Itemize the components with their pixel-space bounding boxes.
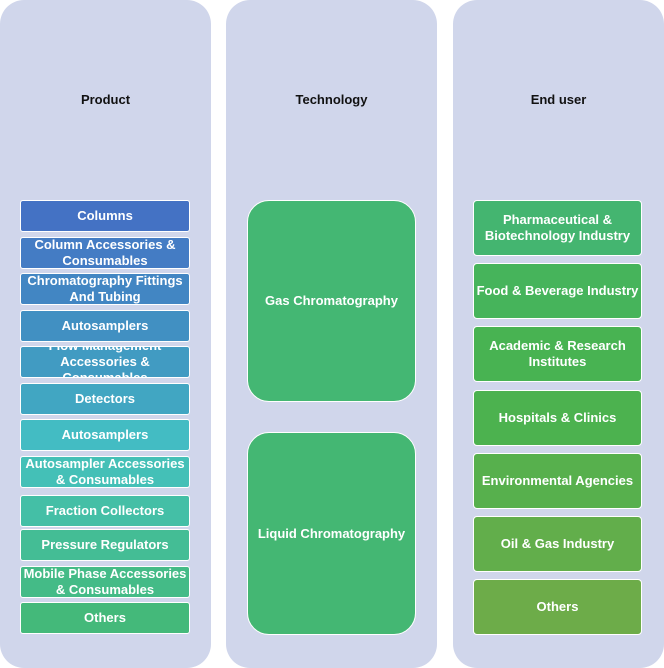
- technology-column: Technology Gas Chromatography Liquid Chr…: [226, 0, 437, 668]
- end-user-item-hospitals-clinics: Hospitals & Clinics: [473, 390, 642, 446]
- product-column-title: Product: [80, 92, 131, 107]
- product-item-column-accessories: Column Accessories & Consumables: [20, 237, 190, 269]
- end-user-column: End user Pharmaceutical & Biotechnology …: [453, 0, 664, 668]
- product-column: Product Columns Column Accessories & Con…: [0, 0, 211, 668]
- product-item-detectors: Detectors: [20, 383, 190, 415]
- technology-column-title: Technology: [295, 92, 368, 107]
- product-item-pressure-regulators: Pressure Regulators: [20, 529, 190, 561]
- technology-item-liquid-chromatography: Liquid Chromatography: [247, 432, 416, 635]
- product-item-fittings-tubing: Chromatography Fittings And Tubing: [20, 273, 190, 305]
- product-item-autosamplers-2: Autosamplers: [20, 419, 190, 451]
- product-item-mobile-phase: Mobile Phase Accessories & Consumables: [20, 566, 190, 598]
- end-user-item-pharma-biotech: Pharmaceutical & Biotechnology Industry: [473, 200, 642, 256]
- product-item-autosamplers-1: Autosamplers: [20, 310, 190, 342]
- technology-item-gas-chromatography: Gas Chromatography: [247, 200, 416, 402]
- end-user-item-food-beverage: Food & Beverage Industry: [473, 263, 642, 319]
- product-item-autosampler-accessories: Autosampler Accessories & Consumables: [20, 456, 190, 488]
- end-user-item-environmental-agencies: Environmental Agencies: [473, 453, 642, 509]
- product-item-fraction-collectors: Fraction Collectors: [20, 495, 190, 527]
- end-user-column-title: End user: [530, 92, 587, 107]
- end-user-item-oil-gas: Oil & Gas Industry: [473, 516, 642, 572]
- product-item-others: Others: [20, 602, 190, 634]
- product-item-flow-management: Flow Management Accessories & Consumable…: [20, 346, 190, 378]
- product-item-columns: Columns: [20, 200, 190, 232]
- end-user-item-others: Others: [473, 579, 642, 635]
- end-user-item-academic-research: Academic & Research Institutes: [473, 326, 642, 382]
